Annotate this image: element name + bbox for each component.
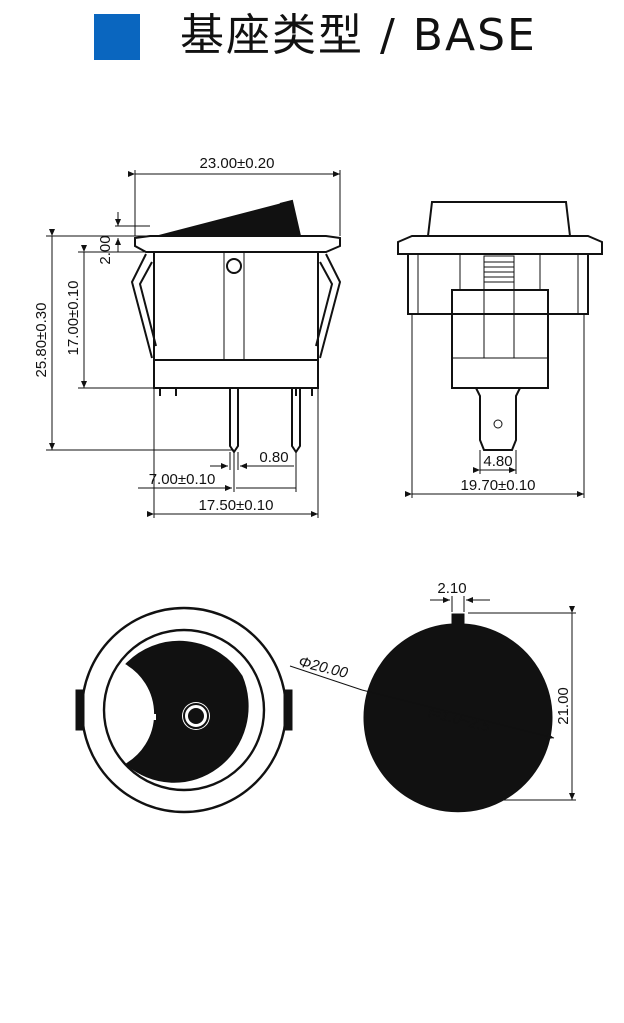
dim-body-height: 17.00±0.10 [65,281,82,356]
side-left-clip [130,253,157,359]
dim-top-width: 23.00±0.20 [200,155,275,172]
dim-total-height: 25.80±0.30 [33,303,50,378]
panel-cutout: 2.10 Φ20.00 t=1.0~2.5 21.00 [289,580,576,813]
page-title: 基座类型 / BASE [180,10,537,61]
dim-cutout-height: 21.00 [555,687,572,725]
side-rocker-shape [156,200,301,237]
top-on-mark [126,714,156,720]
front-lower-housing [451,289,549,389]
top-outer-ring [80,606,288,814]
dim-cutout-diameter: Φ20.00 [297,653,350,682]
side-pin-right [291,388,301,454]
front-view: 4.80 19.70±0.10 [397,201,603,498]
front-rocker [426,201,572,237]
front-flange [397,235,603,255]
dim-front-width: 19.70±0.10 [461,477,536,494]
front-spring [483,255,515,291]
top-indicator-dot [188,708,204,724]
dim-rocker-height: 2.00 [97,235,114,264]
front-terminal [475,387,521,451]
side-view: 23.00±0.20 2.00 25.80±0.30 17.00±0.10 0.… [33,155,342,518]
dim-pin-spacing: 7.00±0.10 [149,471,216,488]
side-right-clip [315,253,342,359]
side-base [153,359,319,389]
dim-terminal-width: 4.80 [483,453,512,470]
dim-pin-gap: 0.80 [259,449,288,466]
top-view [75,606,293,814]
dim-bottom-width: 17.50±0.10 [199,497,274,514]
dim-key-width: 2.10 [437,580,466,597]
side-indicator-dot [226,258,242,274]
top-left-clip [75,689,85,731]
top-right-clip [283,689,293,731]
side-body [153,251,319,361]
header-accent-square [94,14,140,60]
side-rocker-edge [279,199,301,237]
cutout-shape [363,613,553,813]
front-body [407,253,589,315]
side-flange [134,235,341,253]
top-indicator-ring [183,703,209,729]
side-pin-left [229,388,239,454]
top-inner-ring [102,628,266,792]
